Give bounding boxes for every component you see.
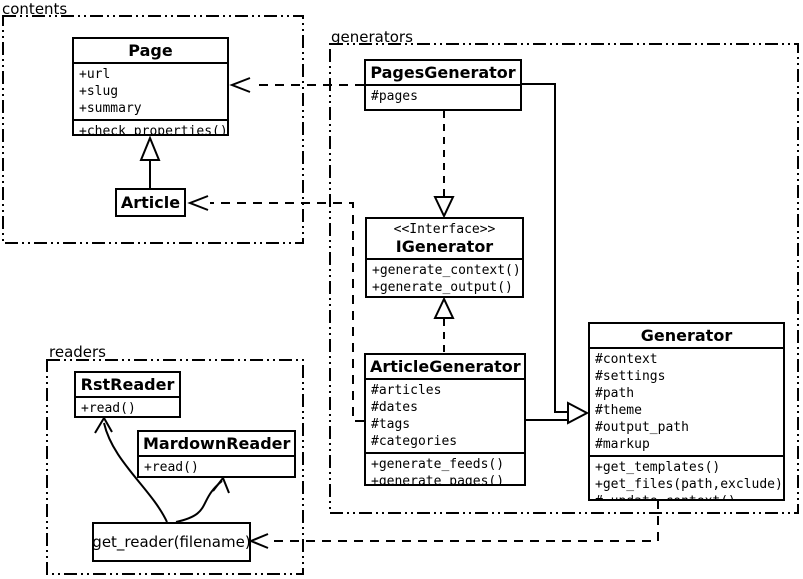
- package-label-readers: readers: [49, 343, 106, 361]
- method: +get_templates(): [595, 460, 721, 475]
- class-pagesgenerator-attributes: #pages: [366, 84, 520, 107]
- dependency-line-articlegenerator-to-article: [210, 202, 364, 422]
- class-articlegenerator-title: ArticleGenerator: [370, 357, 521, 376]
- method: +generate_feeds(): [371, 457, 505, 472]
- class-rstreader-methods: +read(): [76, 396, 179, 416]
- class-generator-title: Generator: [640, 326, 733, 345]
- class-igenerator-title: IGenerator: [395, 237, 494, 256]
- class-rstreader-title: RstReader: [80, 375, 175, 394]
- method: +check_properties(): [79, 124, 228, 136]
- class-page-attributes: +url +slug +summary: [74, 62, 227, 119]
- attribute: #path: [595, 386, 635, 401]
- attribute: #settings: [595, 369, 666, 384]
- class-article: Article: [115, 188, 186, 217]
- class-generator-attributes: #context #settings #path #theme #output_…: [590, 347, 783, 455]
- class-markdownreader-title: MardownReader: [143, 434, 291, 453]
- class-igenerator: <<Interface>> IGenerator +generate_conte…: [365, 217, 524, 298]
- attribute: #categories: [371, 434, 458, 449]
- class-markdownreader: MardownReader +read(): [137, 430, 296, 478]
- package-frame-contents: [2, 15, 304, 244]
- attribute: +summary: [79, 101, 142, 116]
- dependency-arrowhead-articlegenerator-to-article: [187, 195, 209, 211]
- method: +generate_pages(): [371, 474, 505, 486]
- attribute: #theme: [595, 403, 642, 418]
- realization-triangle-pagesgenerator-to-igenerator: [433, 196, 455, 219]
- call-arrowhead-getreader-to-markdownreader: [212, 475, 230, 494]
- attribute: +slug: [79, 84, 119, 99]
- class-article-title: Article: [120, 192, 181, 212]
- class-generator-methods: +get_templates() +get_files(path,exclude…: [590, 455, 783, 499]
- package-frame-generators: [329, 43, 799, 514]
- class-page-methods: +check_properties(): [74, 119, 228, 136]
- dependency-arrowhead-generator-to-getreader: [248, 533, 269, 549]
- class-articlegenerator: ArticleGenerator #articles #dates #tags …: [364, 353, 526, 486]
- class-rstreader: RstReader +read(): [74, 371, 181, 418]
- attribute: #articles: [371, 383, 442, 398]
- package-label-contents: contents: [2, 0, 68, 18]
- function-box-get-reader-label: get_reader(filename): [92, 533, 251, 551]
- attribute: #pages: [371, 89, 418, 104]
- method: +get_files(path,exclude): [595, 477, 783, 492]
- class-pagesgenerator: PagesGenerator #pages: [364, 59, 522, 111]
- function-box-get-reader: get_reader(filename): [92, 522, 251, 562]
- class-igenerator-stereotype: <<Interface>>: [393, 222, 496, 237]
- method: #_update_context(): [595, 493, 778, 499]
- class-page-title: Page: [128, 41, 173, 60]
- attribute: #output_path: [595, 420, 689, 435]
- class-articlegenerator-methods: +generate_feeds() +generate_pages(): [366, 452, 524, 486]
- method: +read(): [144, 460, 199, 475]
- attribute: #markup: [595, 437, 650, 452]
- class-igenerator-methods: +generate_context() +generate_output(): [367, 258, 522, 296]
- package-frame-readers: [46, 359, 304, 575]
- method: +generate_context(): [372, 263, 521, 278]
- method: +generate_output(): [372, 280, 513, 295]
- class-markdownreader-methods: +read(): [139, 455, 294, 476]
- generalization-triangle-to-generator: [567, 401, 590, 425]
- realization-triangle-articlegenerator-to-igenerator: [433, 296, 455, 319]
- attribute: +url: [79, 67, 111, 82]
- class-page: Page +url +slug +summary +check_properti…: [72, 37, 229, 136]
- method: +read(): [81, 401, 136, 416]
- generalization-line-pagesgenerator-to-generator: [522, 83, 568, 413]
- class-generator: Generator #context #settings #path #them…: [588, 322, 785, 501]
- package-label-generators: generators: [331, 28, 413, 46]
- generalization-triangle-article-to-page: [139, 135, 161, 161]
- call-arrowhead-getreader-to-rstreader: [94, 416, 113, 434]
- attribute: #dates: [371, 400, 418, 415]
- dependency-arrowhead-pagesgenerator-to-page: [229, 77, 251, 93]
- class-pagesgenerator-title: PagesGenerator: [370, 63, 516, 82]
- attribute: #tags: [371, 417, 411, 432]
- class-articlegenerator-attributes: #articles #dates #tags #categories: [366, 378, 524, 452]
- call-line-getreader-to-rstreader: [103, 422, 168, 523]
- dependency-line-generator-to-getreader: [270, 500, 659, 542]
- attribute: #context: [595, 352, 658, 367]
